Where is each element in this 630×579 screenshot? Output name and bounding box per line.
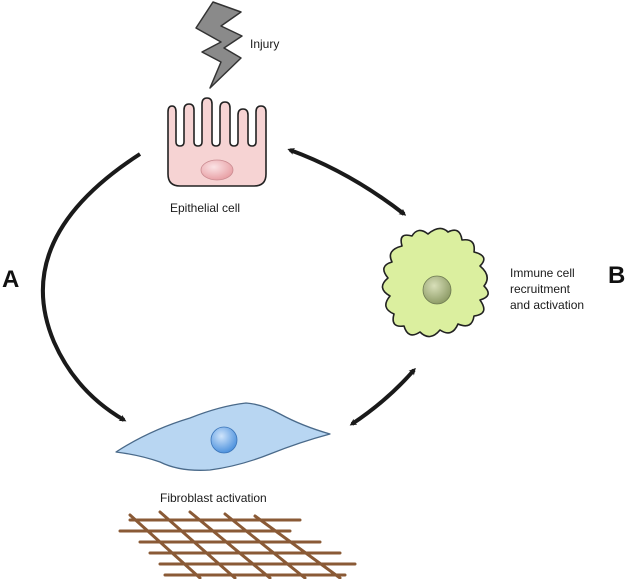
immune-label-line-3: and activation bbox=[510, 298, 585, 312]
immune-label-line-2: recruitment bbox=[510, 282, 571, 296]
injury-label: Injury bbox=[250, 37, 280, 51]
immune-cell-label: Immune cell recruitment and activation bbox=[510, 265, 620, 313]
immune-label-line-1: Immune cell bbox=[510, 266, 575, 280]
arrow-epithelial-to-fibroblast bbox=[40, 152, 142, 422]
arrow-epithelial-immune bbox=[287, 148, 407, 216]
collagen-fibers bbox=[118, 510, 357, 579]
epithelial-nucleus bbox=[200, 159, 234, 181]
panel-label-a: A bbox=[2, 266, 20, 293]
lightning-icon bbox=[195, 1, 243, 89]
arrow-immune-fibroblast bbox=[349, 367, 416, 426]
epithelial-cell bbox=[167, 97, 267, 187]
fibroblast-label: Fibroblast activation bbox=[160, 491, 267, 505]
epithelial-cell-label: Epithelial cell bbox=[170, 201, 241, 215]
fibroblast-nucleus bbox=[210, 426, 238, 454]
panel-label-b: B bbox=[608, 262, 626, 289]
immune-nucleus bbox=[422, 275, 452, 305]
